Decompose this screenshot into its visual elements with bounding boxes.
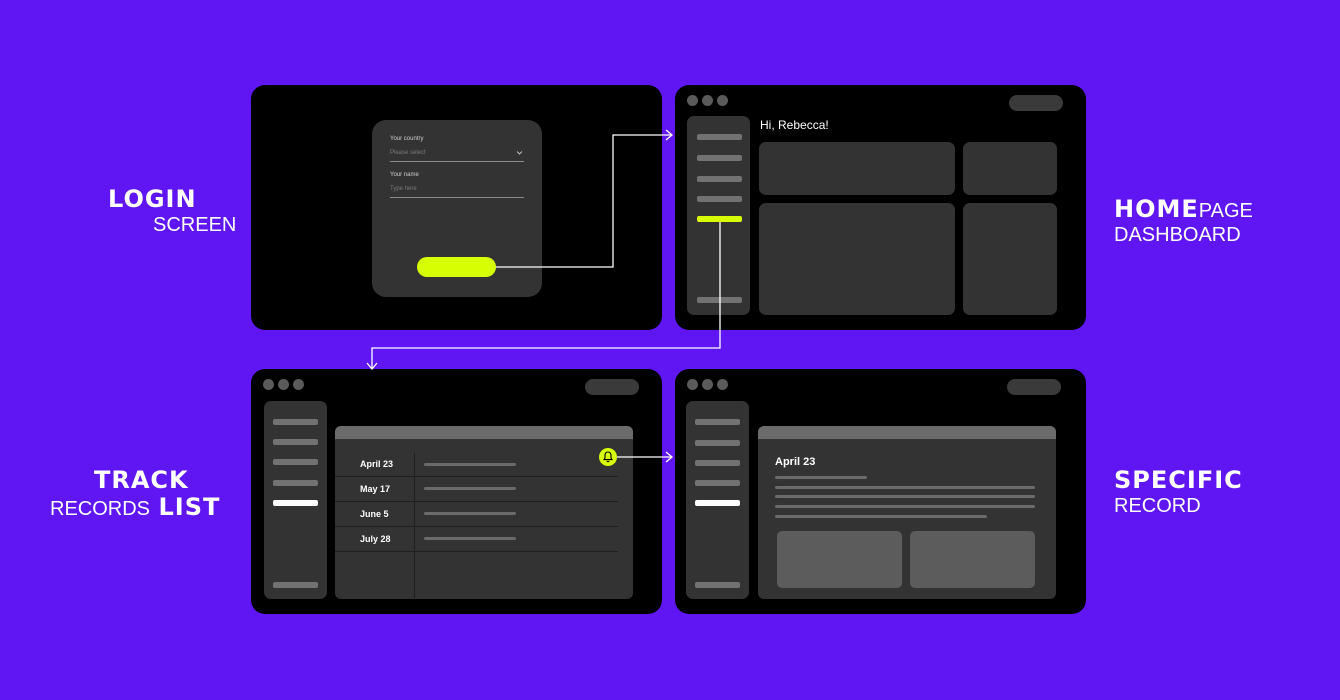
record-date: July 28 [360,534,391,544]
window-dot [293,379,304,390]
sidebar-item-bottom[interactable] [695,582,740,588]
sidebar-item[interactable] [697,134,742,140]
record-summary-line [424,487,516,490]
arrowhead-icon [665,451,674,463]
window-dot [702,95,713,106]
track-label-subtitle: RECORDS LIST [50,494,220,521]
record-detail-window: April 23 [675,369,1086,614]
window-pill [585,379,639,395]
record-date: April 23 [360,459,394,469]
detail-text-line [775,486,1035,489]
track-label-list: LIST [158,493,221,521]
record-date: May 17 [360,484,391,494]
row-divider [335,551,618,552]
window-dot [687,379,698,390]
detail-text-line [775,515,987,518]
window-dot [687,95,698,106]
record-sidebar [686,401,749,599]
login-label-subtitle: SCREEN [153,214,237,236]
record-summary-line [424,537,516,540]
window-dot [278,379,289,390]
home-label-title: HOMEPAGE [1114,196,1253,223]
sidebar-item[interactable] [697,196,742,202]
window-dot [717,379,728,390]
sidebar-item-active[interactable] [273,500,318,506]
record-title-date: April 23 [775,456,816,468]
table-row[interactable]: May 17 [335,477,618,502]
row-divider [335,526,618,527]
sidebar-item[interactable] [273,459,318,465]
sidebar-item[interactable] [697,176,742,182]
sidebar-item-active[interactable] [695,500,740,506]
connector-login-to-home [496,134,672,268]
dashboard-card [963,142,1057,195]
bell-icon [603,451,613,463]
home-label-page: PAGE [1198,200,1253,222]
name-input[interactable]: Type here [390,186,417,192]
sidebar-item-active[interactable] [697,216,742,222]
sidebar-item[interactable] [695,440,740,446]
table-row[interactable]: June 5 [335,502,618,527]
detail-text-line [775,476,867,479]
login-label-title: LOGIN [108,185,197,213]
arrowhead-icon [665,129,674,141]
table-row[interactable]: July 28 [335,527,618,552]
country-label: Your country [390,136,424,142]
record-detail-panel: April 23 [758,426,1056,599]
sidebar-item-bottom[interactable] [273,582,318,588]
sidebar-item[interactable] [273,439,318,445]
home-screen-window: Hi, Rebecca! [675,85,1086,330]
window-pill [1009,95,1063,111]
record-summary-line [424,512,516,515]
chevron-down-icon[interactable] [516,150,523,156]
panel-header-bar [758,426,1056,439]
country-select-underline [390,161,524,162]
dashboard-card [759,142,955,195]
sidebar-item[interactable] [273,480,318,486]
record-summary-line [424,463,516,466]
dashboard-card [963,203,1057,315]
window-dot [263,379,274,390]
records-table: April 23 May 17 June 5 July 28 [335,426,633,599]
country-select[interactable]: Please select [390,150,426,156]
notification-button[interactable] [599,448,617,466]
home-label-home: HOME [1114,195,1199,223]
sidebar-item[interactable] [695,480,740,486]
record-date: June 5 [360,509,389,519]
dashboard-card [759,203,955,315]
sidebar-item[interactable] [695,460,740,466]
login-submit-button[interactable] [417,257,496,277]
window-dot [702,379,713,390]
attachment-card[interactable] [777,531,902,588]
specific-label-title: SPECIFIC [1114,466,1243,494]
track-sidebar [264,401,327,599]
connector-home-to-track [371,222,721,368]
home-label-subtitle: DASHBOARD [1114,224,1241,246]
track-label-title: TRACK [94,466,189,494]
detail-text-line [775,495,1035,498]
table-header-bar [335,426,633,439]
sidebar-item[interactable] [697,155,742,161]
window-pill [1007,379,1061,395]
home-greeting: Hi, Rebecca! [760,118,829,132]
track-label-records: RECORDS [50,498,151,520]
name-input-underline [390,197,524,198]
track-list-window: April 23 May 17 June 5 July 28 [251,369,662,614]
name-label: Your name [390,172,419,178]
row-divider [335,476,618,477]
detail-text-line [775,505,1035,508]
sidebar-item[interactable] [273,419,318,425]
window-dot [717,95,728,106]
sidebar-item[interactable] [695,419,740,425]
specific-label-subtitle: RECORD [1114,495,1201,517]
attachment-card[interactable] [910,531,1035,588]
arrowhead-icon [366,362,378,371]
login-screen-window: Your country Please select Your name Typ… [251,85,662,330]
row-divider [335,501,618,502]
table-row[interactable]: April 23 [335,452,618,477]
